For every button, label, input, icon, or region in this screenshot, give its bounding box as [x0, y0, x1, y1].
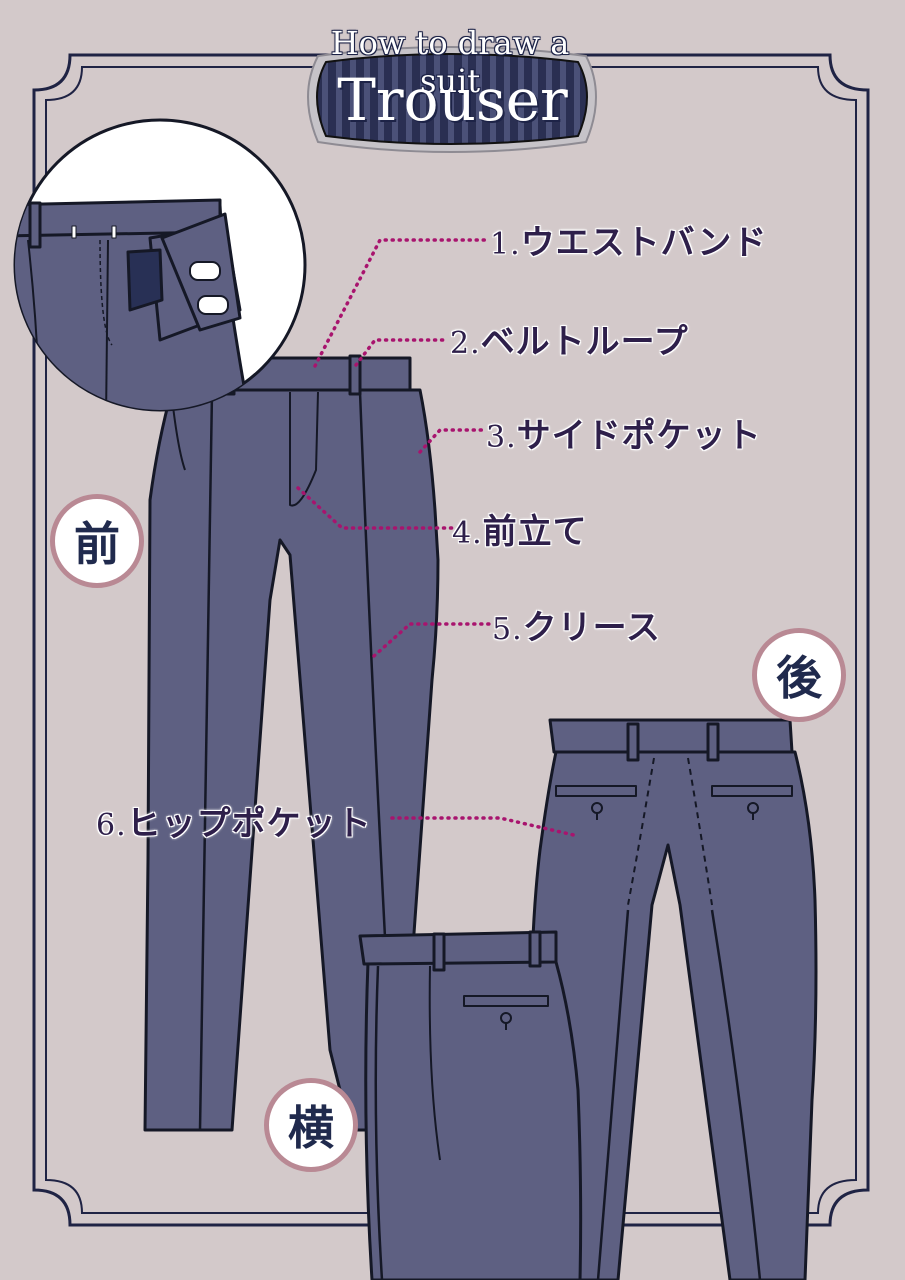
zoom-detail — [13, 118, 307, 412]
side-hip-pocket — [463, 995, 549, 1007]
title-main: Trouser — [337, 66, 568, 134]
leader-fly — [296, 486, 454, 530]
side-trousers — [358, 930, 583, 1280]
outer-frame — [32, 53, 870, 1227]
front-crease-left — [198, 391, 214, 1131]
back-waistband — [548, 718, 794, 754]
back-hip-pocket-right — [711, 785, 793, 797]
title-subtitle: How to draw a suit — [330, 24, 570, 100]
front-fly-line — [289, 391, 319, 507]
leader-lines — [296, 238, 580, 838]
side-trouser-body — [364, 960, 583, 1280]
leader-side-pocket — [418, 428, 486, 454]
back-trousers — [529, 718, 818, 1280]
front-belt-loop-right — [348, 354, 362, 396]
badge-back: 後 — [752, 628, 846, 722]
label-waistband: 1.ウエストバンド — [490, 223, 768, 263]
leader-crease — [372, 622, 492, 658]
leader-hip-pocket — [390, 816, 580, 838]
badge-front: 前 — [50, 494, 144, 588]
badge-side: 横 — [264, 1078, 358, 1172]
label-hip-pocket: 6.ヒップポケット — [96, 804, 372, 844]
leader-waistband — [313, 238, 492, 368]
label-side-pocket: 3.サイドポケット — [486, 416, 762, 456]
label-fly: 4.前立て — [452, 512, 588, 552]
label-belt-loop: 2.ベルトループ — [450, 322, 689, 362]
label-crease: 5.クリース — [492, 608, 661, 648]
inner-frame — [45, 66, 857, 1214]
title-plaque — [307, 46, 597, 153]
side-waistband — [358, 930, 558, 966]
back-hip-pocket-left — [555, 785, 637, 797]
